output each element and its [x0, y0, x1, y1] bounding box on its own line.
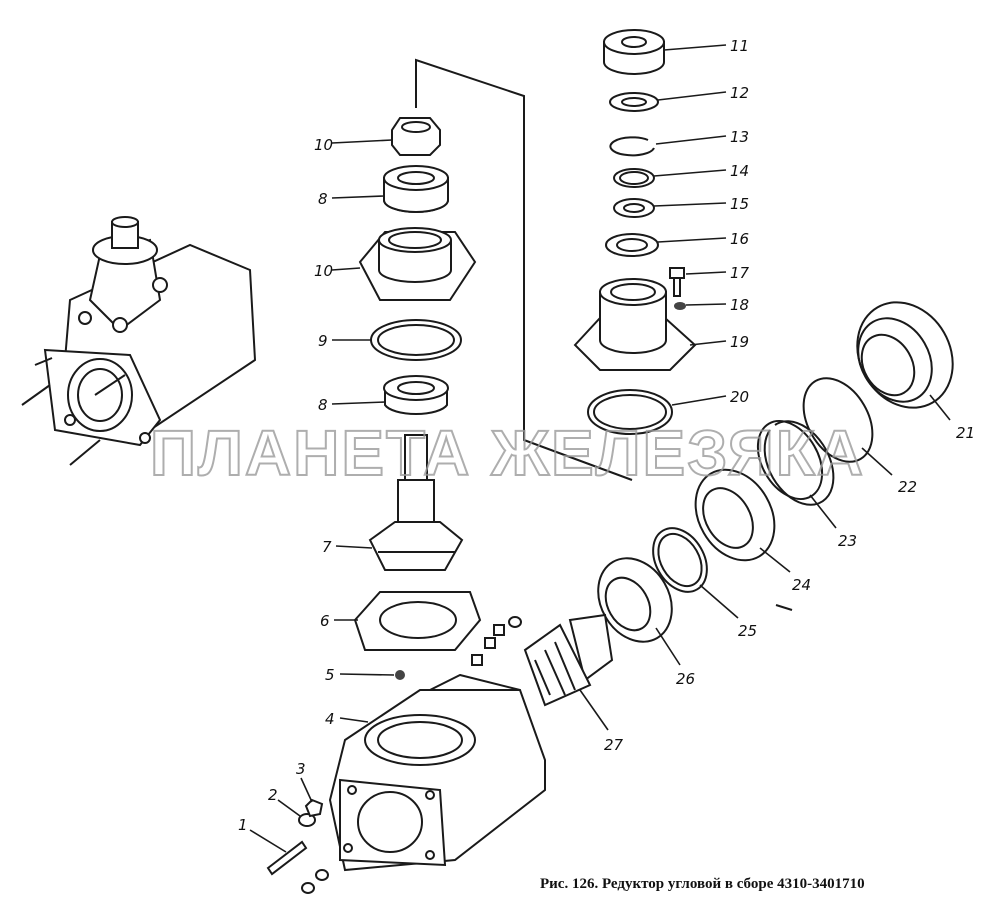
part-16-seal — [613, 198, 655, 218]
label-7: 7 — [322, 538, 332, 556]
part-12-cup — [603, 29, 665, 75]
assembly-bracket-line — [415, 58, 633, 481]
part-19-washer — [674, 302, 686, 310]
label-10: 10 — [314, 262, 333, 280]
part-15-ring — [613, 168, 655, 188]
assembled-reducer — [21, 216, 257, 466]
figure-caption: Рис. 126. Редуктор угловой в сборе 4310-… — [540, 876, 865, 892]
part-10-cover — [358, 227, 477, 301]
part-5-ball — [395, 670, 405, 680]
part-26-ring — [652, 527, 708, 593]
part-3-nut — [304, 798, 324, 818]
label-2: 2 — [268, 786, 278, 804]
label-21: 20 — [730, 388, 749, 406]
stray-mark — [775, 604, 793, 611]
label-16: 15 — [730, 195, 749, 213]
part-6-gasket — [353, 591, 482, 651]
label-5: 5 — [325, 666, 335, 684]
label-25: 24 — [792, 576, 811, 594]
label-8-upper: 8 — [318, 190, 328, 208]
part-9-gasket — [370, 319, 462, 361]
part-1-stud — [266, 840, 308, 876]
part-25-bearing — [694, 468, 776, 562]
label-9: 9 — [318, 332, 328, 350]
part-28-bevel-pinion — [523, 613, 614, 707]
label-1: 1 — [238, 816, 248, 834]
part-23-ring — [802, 377, 874, 463]
part-8-bearing-lower — [383, 375, 449, 416]
part-20-cover — [573, 278, 697, 371]
label-17: 16 — [730, 230, 749, 248]
label-26: 25 — [738, 622, 757, 640]
label-28: 27 — [604, 736, 624, 754]
part-4-housing — [328, 674, 546, 872]
part-17-ring — [605, 233, 659, 257]
label-11: 10 — [314, 136, 333, 154]
part-14-snap-ring — [609, 136, 655, 157]
label-8-lower: 8 — [318, 396, 328, 414]
label-4: 4 — [325, 710, 335, 728]
label-23: 22 — [898, 478, 917, 496]
part-13-washer — [609, 92, 659, 112]
label-22: 21 — [956, 424, 975, 442]
label-13: 12 — [730, 84, 749, 102]
part-18-bolt — [669, 267, 685, 297]
watermark-text: ПЛАНЕТА ЖЕЛЕЗЯКА — [150, 417, 865, 489]
label-15: 14 — [730, 162, 749, 180]
label-12: 11 — [730, 37, 749, 55]
part-labels: 10 8 10 9 8 7 6 5 4 3 2 1 11 12 13 14 15 — [238, 37, 975, 853]
part-22-cup — [856, 301, 954, 409]
extra-nuts — [301, 616, 522, 894]
label-14: 13 — [730, 128, 749, 146]
part-11-nut — [391, 117, 441, 156]
label-3: 3 — [296, 760, 306, 778]
label-19: 18 — [730, 296, 749, 314]
label-24: 23 — [838, 532, 857, 550]
part-21-gasket — [587, 389, 673, 435]
label-20: 19 — [730, 333, 749, 351]
label-27: 26 — [676, 670, 695, 688]
part-2-washer — [298, 813, 316, 827]
label-18: 17 — [730, 264, 750, 282]
label-6: 6 — [320, 612, 330, 630]
part-7-bevel-gear-shaft — [368, 434, 464, 571]
part-8-bearing-upper — [383, 165, 449, 213]
